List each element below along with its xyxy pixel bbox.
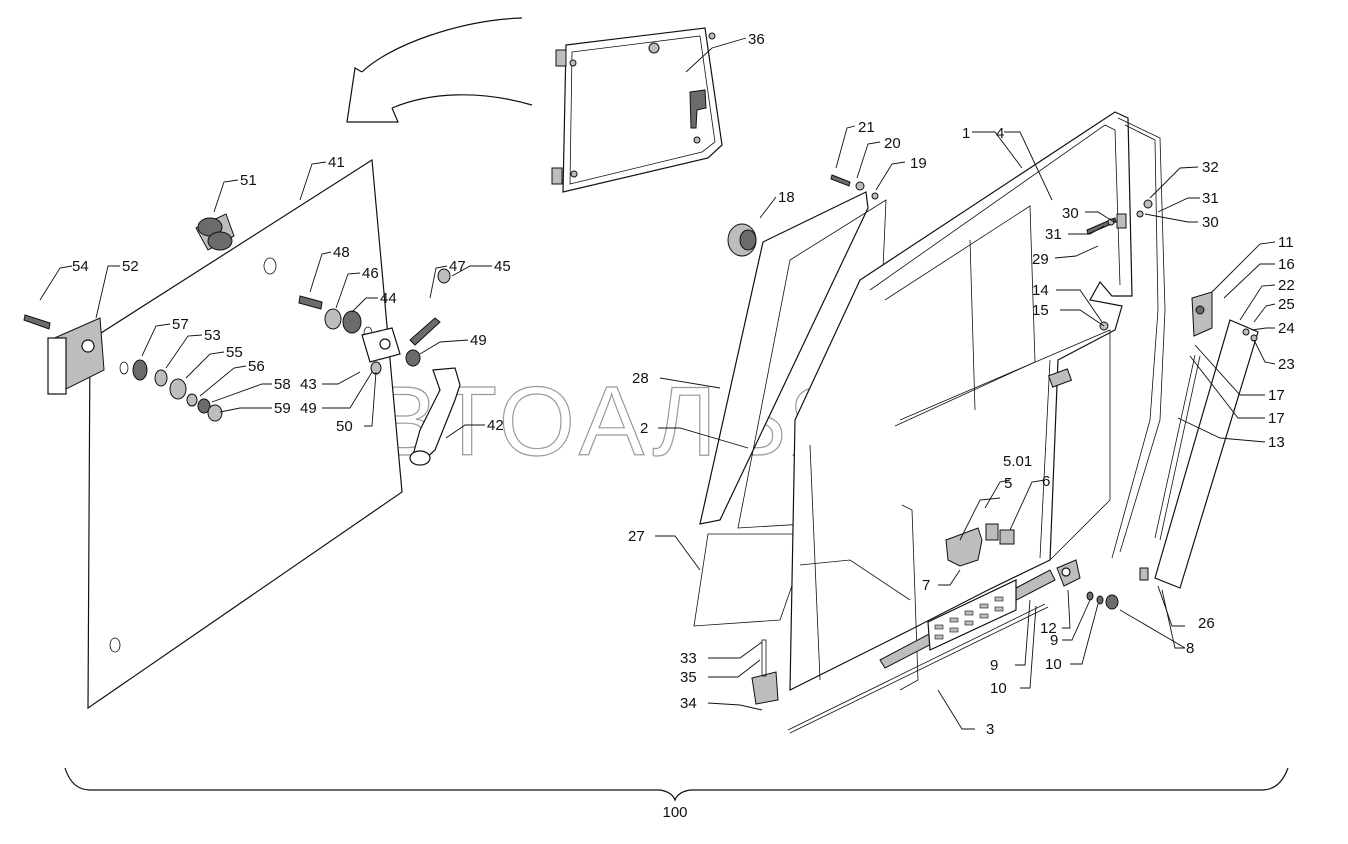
callout-36: 36 xyxy=(748,31,765,48)
handle-42 xyxy=(409,367,461,466)
hinge-bottom xyxy=(751,639,779,705)
callout-11: 11 xyxy=(1278,234,1294,251)
callout-20: 20 xyxy=(884,135,901,152)
callout-12: 12 xyxy=(1040,620,1057,637)
callout-8: 8 xyxy=(1186,640,1194,657)
callout-35: 35 xyxy=(680,669,697,686)
callout-33: 33 xyxy=(680,650,697,667)
callout-14: 14 xyxy=(1032,282,1049,299)
callout-17: 17 xyxy=(1268,410,1285,427)
callout-30: 30 xyxy=(1062,205,1079,222)
callout-50: 50 xyxy=(336,418,353,435)
knob-51 xyxy=(195,213,235,251)
seal-3 xyxy=(787,603,1049,734)
callout-51: 51 xyxy=(240,172,257,189)
knob-18 xyxy=(727,223,757,257)
callout-54: 54 xyxy=(72,258,89,275)
callout-34: 34 xyxy=(680,695,697,712)
callout-9: 9 xyxy=(1050,632,1058,649)
callout-10: 10 xyxy=(990,680,1007,697)
small-door-view xyxy=(551,27,723,193)
callout-41: 41 xyxy=(328,154,345,171)
callout-3: 3 xyxy=(986,721,994,738)
callout-10: 10 xyxy=(1045,656,1062,673)
callout-5: 5 xyxy=(1004,475,1012,492)
callout-56: 56 xyxy=(248,358,265,375)
callout-45: 45 xyxy=(494,258,511,275)
callout-29: 29 xyxy=(1032,251,1049,268)
door-frame xyxy=(789,111,1133,691)
assembly-number: 100 xyxy=(662,804,687,821)
lock-5 xyxy=(945,523,1015,567)
callout-48: 48 xyxy=(333,244,350,261)
assembly-brace: 100 xyxy=(64,767,1289,821)
callout-4: 4 xyxy=(996,125,1004,142)
callout-7: 7 xyxy=(922,577,930,594)
callout-21: 21 xyxy=(858,119,875,136)
fastener-parts-left xyxy=(119,268,451,422)
callout-46: 46 xyxy=(362,265,379,282)
hinge-11 xyxy=(1191,291,1213,337)
fastener-parts-right xyxy=(830,174,1258,342)
callout-23: 23 xyxy=(1278,356,1295,373)
callout-13: 13 xyxy=(1268,434,1285,451)
callout-31: 31 xyxy=(1202,190,1219,207)
latch-12 xyxy=(1056,559,1119,610)
callout-1: 1 xyxy=(962,125,970,142)
callout-55: 55 xyxy=(226,344,243,361)
callout-16: 16 xyxy=(1278,256,1295,273)
callout-2: 2 xyxy=(640,420,648,437)
callout-47: 47 xyxy=(449,258,466,275)
glass-27 xyxy=(693,533,811,627)
callout-5-01: 5.01 xyxy=(1003,453,1032,470)
callout-17: 17 xyxy=(1268,387,1285,404)
callout-24: 24 xyxy=(1278,320,1295,337)
callout-19: 19 xyxy=(910,155,927,172)
callout-32: 32 xyxy=(1202,159,1219,176)
callout-52: 52 xyxy=(122,258,139,275)
rod-13 xyxy=(1154,354,1201,541)
callout-6: 6 xyxy=(1042,473,1050,490)
callout-22: 22 xyxy=(1278,277,1295,294)
callout-42: 42 xyxy=(487,417,504,434)
callout-57: 57 xyxy=(172,316,189,333)
callout-43: 43 xyxy=(300,376,317,393)
callout-25: 25 xyxy=(1278,296,1295,313)
callout-31: 31 xyxy=(1045,226,1062,243)
callout-58: 58 xyxy=(274,376,291,393)
plate-7 xyxy=(927,579,1017,651)
callout-26: 26 xyxy=(1198,615,1215,632)
callout-49: 49 xyxy=(300,400,317,417)
callout-18: 18 xyxy=(778,189,795,206)
callout-44: 44 xyxy=(380,290,397,307)
callout-9: 9 xyxy=(990,657,998,674)
seal-1 xyxy=(1111,117,1166,559)
callout-53: 53 xyxy=(204,327,221,344)
glass-panel-41 xyxy=(87,158,403,710)
callout-27: 27 xyxy=(628,528,645,545)
callout-59: 59 xyxy=(274,400,291,417)
rotation-arrow-icon xyxy=(346,17,533,123)
callout-labels: 1 4 36 21 20 19 18 32 31 30 30 31 29 11 … xyxy=(72,31,1295,738)
hinge-52 xyxy=(23,314,105,395)
callout-30: 30 xyxy=(1202,214,1219,231)
leader-lines xyxy=(39,37,1276,730)
callout-15: 15 xyxy=(1032,302,1049,319)
callout-49: 49 xyxy=(470,332,487,349)
callout-28: 28 xyxy=(632,370,649,387)
